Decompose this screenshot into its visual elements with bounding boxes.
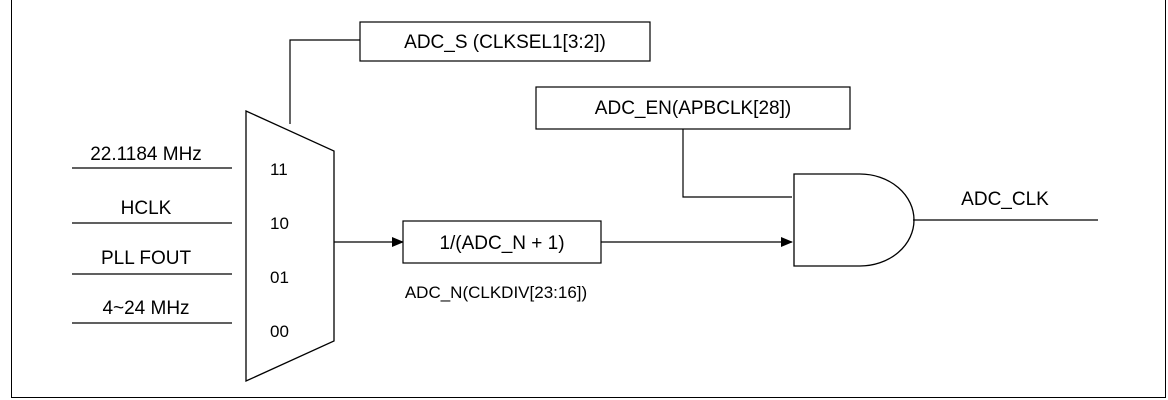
- enable-register-label: ADC_EN(APBCLK[28]): [595, 98, 791, 119]
- divider-register-label: ADC_N(CLKDIV[23:16]): [405, 283, 587, 302]
- input-label-hclk: HCLK: [121, 198, 172, 219]
- enable-wire: [682, 129, 792, 198]
- mux-select-register-label: ADC_S (CLKSEL1[3:2]): [404, 32, 606, 53]
- clock-input-list: 22.1184 MHz HCLK PLL FOUT 4~24 MHz: [72, 144, 232, 324]
- output-label: ADC_CLK: [961, 189, 1049, 210]
- mux-select-11: 11: [270, 160, 288, 179]
- mux-select-01: 01: [270, 268, 289, 287]
- input-label-pll: PLL FOUT: [101, 248, 191, 269]
- mux-select-wire: [289, 39, 360, 124]
- clock-mux: [245, 109, 335, 383]
- and-gate: [793, 173, 915, 267]
- enable-register-box: [535, 86, 851, 130]
- input-label-22mhz: 22.1184 MHz: [90, 144, 202, 165]
- divider-formula: 1/(ADC_N + 1): [439, 233, 564, 254]
- input-label-hxt: 4~24 MHz: [102, 298, 189, 319]
- diagram-frame: [11, 0, 1166, 398]
- mux-select-00: 00: [270, 322, 289, 341]
- mux-select-10: 10: [270, 214, 289, 233]
- mux-select-register-box: [359, 21, 651, 62]
